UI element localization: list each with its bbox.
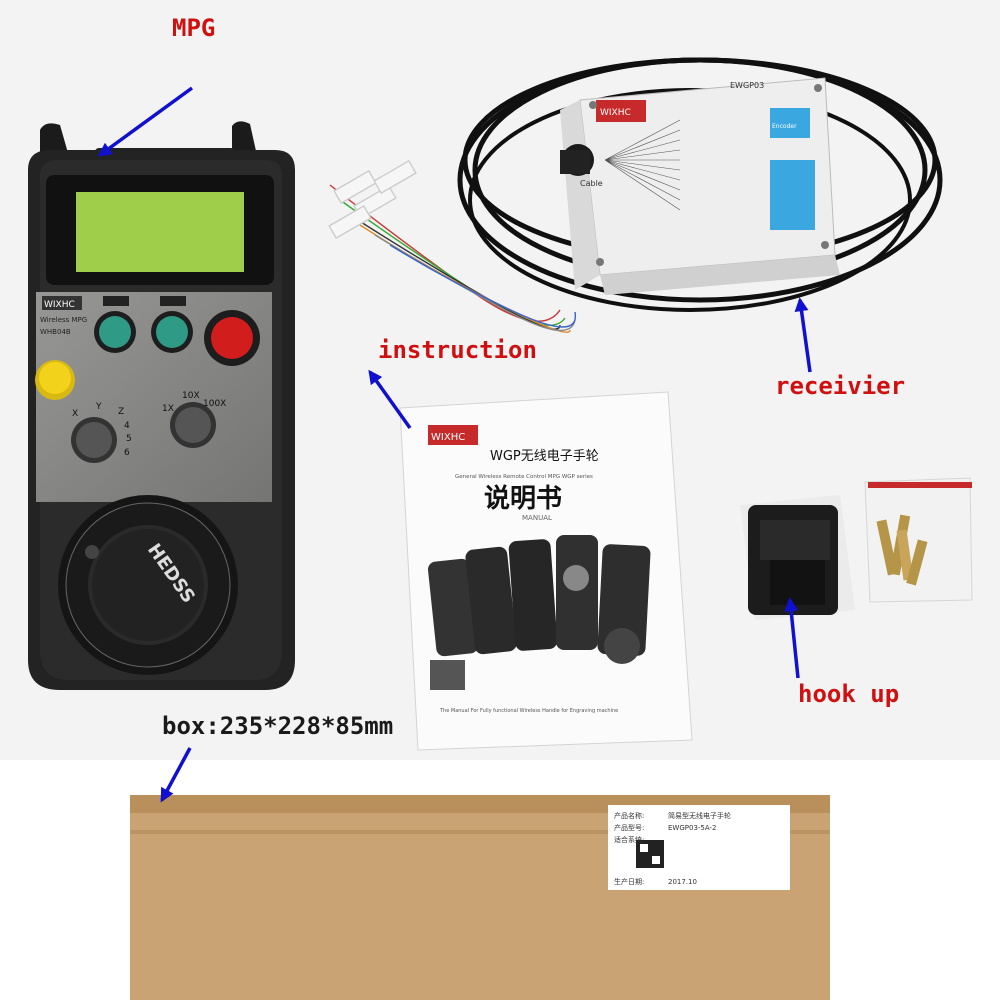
- hook-arrow: [784, 597, 800, 679]
- receiver-brand: WIXHC: [600, 108, 631, 118]
- box-label-value-4: 2017.10: [668, 878, 697, 886]
- box-label-value-1: 简易型无线电子手轮: [668, 811, 731, 820]
- manual-subtitle: General Wireless Remote Control MPG WGP …: [455, 474, 593, 480]
- screws-bag: [864, 477, 973, 603]
- axis-y: Y: [95, 402, 102, 412]
- box-label-line-3: 适合系统:: [614, 835, 644, 844]
- pendant-model-text: Wireless MPG: [40, 316, 87, 324]
- wire-bundle: [328, 159, 576, 333]
- hook-up-label: hook up: [798, 680, 900, 708]
- box-label-value-2: EWGP03-5A-2: [668, 824, 717, 832]
- mpg-pendant: [28, 121, 295, 690]
- axis-x: X: [72, 409, 78, 419]
- box-arrow: [160, 747, 192, 803]
- receiver-cable-label: Cable: [580, 179, 603, 188]
- box-label-line-4: 生产日期:: [614, 877, 644, 886]
- hook-bag: [740, 495, 855, 620]
- step-10x: 10X: [182, 391, 200, 401]
- mpg-label: MPG: [172, 14, 216, 42]
- receiver-encoder-label: Encoder: [772, 123, 797, 130]
- instruction-label: instruction: [378, 336, 537, 364]
- receiver-label: receivier: [775, 372, 906, 400]
- step-100x: 100X: [203, 399, 226, 409]
- pendant-model-code: WHB04B: [40, 328, 71, 336]
- receiver: [457, 57, 943, 312]
- instruction-arrow: [368, 369, 412, 430]
- manual-title-cn: WGP无线电子手轮: [490, 449, 599, 464]
- axis-4: 4: [124, 421, 130, 431]
- manual-word: MANUAL: [522, 514, 552, 522]
- manual-footer: The Manual For Fully functional Wireless…: [439, 708, 618, 714]
- pendant-brand: WIXHC: [44, 300, 75, 310]
- box-label-line-2: 产品型号:: [614, 823, 644, 832]
- axis-6: 6: [124, 448, 130, 458]
- receiver-model: EWGP03: [730, 81, 764, 90]
- receiver-arrow: [794, 297, 812, 373]
- cardboard-box: [130, 795, 830, 1000]
- box-label-line-1: 产品名称:: [614, 811, 644, 820]
- manual-brand: WIXHC: [431, 432, 465, 443]
- axis-5: 5: [126, 434, 132, 444]
- mpg-arrow: [97, 86, 194, 157]
- manual-title-big: 说明书: [484, 484, 562, 514]
- box-dimension-label: box:235*228*85mm: [162, 712, 394, 740]
- instruction-manual: [399, 391, 693, 751]
- axis-z: Z: [118, 407, 124, 417]
- step-1x: 1X: [162, 404, 174, 414]
